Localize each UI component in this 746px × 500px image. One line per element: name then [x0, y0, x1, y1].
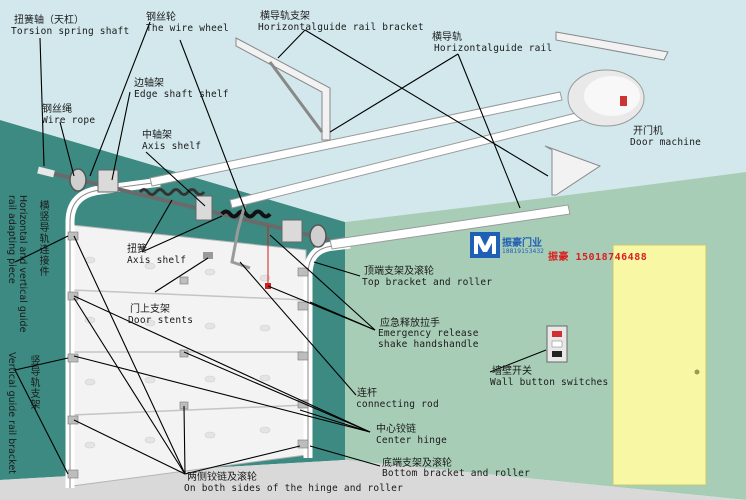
right-horizontal-rail	[329, 204, 571, 250]
horizontal-rail-bracket-right	[544, 145, 602, 196]
label-door-stents-zh: 门上支架	[130, 304, 170, 315]
label-h-v-adapt-en: Horizontal and vertical guide rail adapt…	[6, 195, 28, 333]
door-seam	[71, 404, 307, 416]
label-wire-rope-zh: 钢丝绳	[42, 104, 72, 115]
label-door-machine-zh: 开门机	[633, 126, 663, 137]
label-h-bracket-zh: 横导轨支架	[260, 11, 310, 22]
side-door-knob[interactable]	[694, 369, 700, 375]
horizontal-rail-bracket-left	[235, 37, 331, 141]
label-edge-shelf-zh: 边轴架	[134, 78, 164, 89]
label-torsion-shaft-en: Torsion spring shaft	[11, 26, 130, 37]
label-both-sides-en: On both sides of the hinge and roller	[184, 483, 404, 494]
door-machine-light	[620, 96, 627, 106]
brand-small-phone: 18819153432	[502, 248, 544, 255]
door-machine-cover	[584, 76, 640, 116]
label-wall-switch-en: Wall button switches	[490, 377, 609, 388]
switch-up-button[interactable]	[552, 331, 562, 337]
hinges	[67, 231, 309, 479]
label-connecting-rod-en: connecting rod	[356, 399, 439, 410]
connecting-rod	[230, 203, 251, 270]
door-panel	[71, 224, 307, 487]
bracket-brace	[268, 61, 324, 133]
label-top-bracket-zh: 顶端支架及滚轮	[364, 266, 434, 277]
label-h-rail-zh: 横导轨	[432, 32, 462, 43]
label-emergency-zh: 应急释放拉手	[380, 318, 440, 329]
label-emergency-en: Emergency release shake handshandle	[378, 328, 479, 350]
label-center-hinge-zh: 中心铰链	[376, 424, 416, 435]
label-wire-rope-en: Wire rope	[42, 115, 96, 126]
leader-lines	[14, 21, 549, 475]
label-edge-shelf-en: Edge shaft shelf	[134, 89, 229, 100]
label-v-bracket-en: Vertical guide rail bracket	[6, 352, 17, 474]
edge-shaft-shelf-right	[281, 219, 303, 243]
label-connecting-rod-zh: 连杆	[357, 388, 377, 399]
label-door-stents-en: Door stents	[128, 315, 194, 326]
label-h-bracket-en: Horizontalguide rail bracket	[258, 22, 424, 33]
opener-ceiling-mount	[555, 31, 669, 61]
brand-logo	[470, 232, 500, 258]
label-top-bracket-en: Top bracket and roller	[362, 277, 493, 288]
label-door-machine-en: Door machine	[630, 137, 702, 148]
edge-shaft-shelf-left	[97, 169, 119, 193]
label-axis-shelf-mid-zh: 中轴架	[142, 130, 172, 141]
door-seam	[71, 289, 307, 301]
wire-wheel-left	[69, 168, 87, 192]
side-door[interactable]	[612, 244, 707, 486]
label-wire-wheel-zh: 钢丝轮	[146, 12, 176, 23]
label-torsion-spring-zh: 扭簧	[127, 244, 147, 255]
label-both-sides-zh: 两侧铰链及滚轮	[187, 472, 257, 483]
label-bottom-bracket-en: Bottom bracket and roller	[382, 468, 530, 479]
label-h-rail-en: Horizontalguide rail	[434, 43, 553, 54]
shaft-end	[37, 166, 55, 178]
wire-wheel-right	[309, 224, 327, 248]
label-torsion-spring-en: Axis shelf	[127, 255, 187, 266]
torsion-spring-right	[220, 209, 272, 219]
brand-contact: 振豪 15018746488	[548, 252, 648, 263]
door-panel-embossing	[84, 256, 271, 449]
torsion-spring	[138, 188, 206, 196]
label-h-v-adapt-zh: 横竖导轨连接件	[37, 200, 48, 277]
brand-name: 振豪门业	[502, 238, 542, 249]
label-wire-wheel-en: The wire wheel	[146, 23, 229, 34]
label-center-hinge-en: Center hinge	[376, 435, 448, 446]
switch-stop-button[interactable]	[551, 340, 563, 348]
label-v-bracket-zh: 竖导轨支架	[28, 355, 39, 410]
switch-down-button[interactable]	[552, 351, 562, 357]
label-bottom-bracket-zh: 底端支架及滚轮	[382, 458, 452, 469]
label-torsion-shaft-zh: 扭簧轴（天杠）	[14, 15, 84, 26]
door-stent	[203, 252, 213, 259]
label-axis-shelf-mid-en: Axis shelf	[142, 141, 202, 152]
left-horizontal-rail	[149, 91, 563, 187]
label-wall-switch-zh: 墙壁开关	[492, 366, 532, 377]
